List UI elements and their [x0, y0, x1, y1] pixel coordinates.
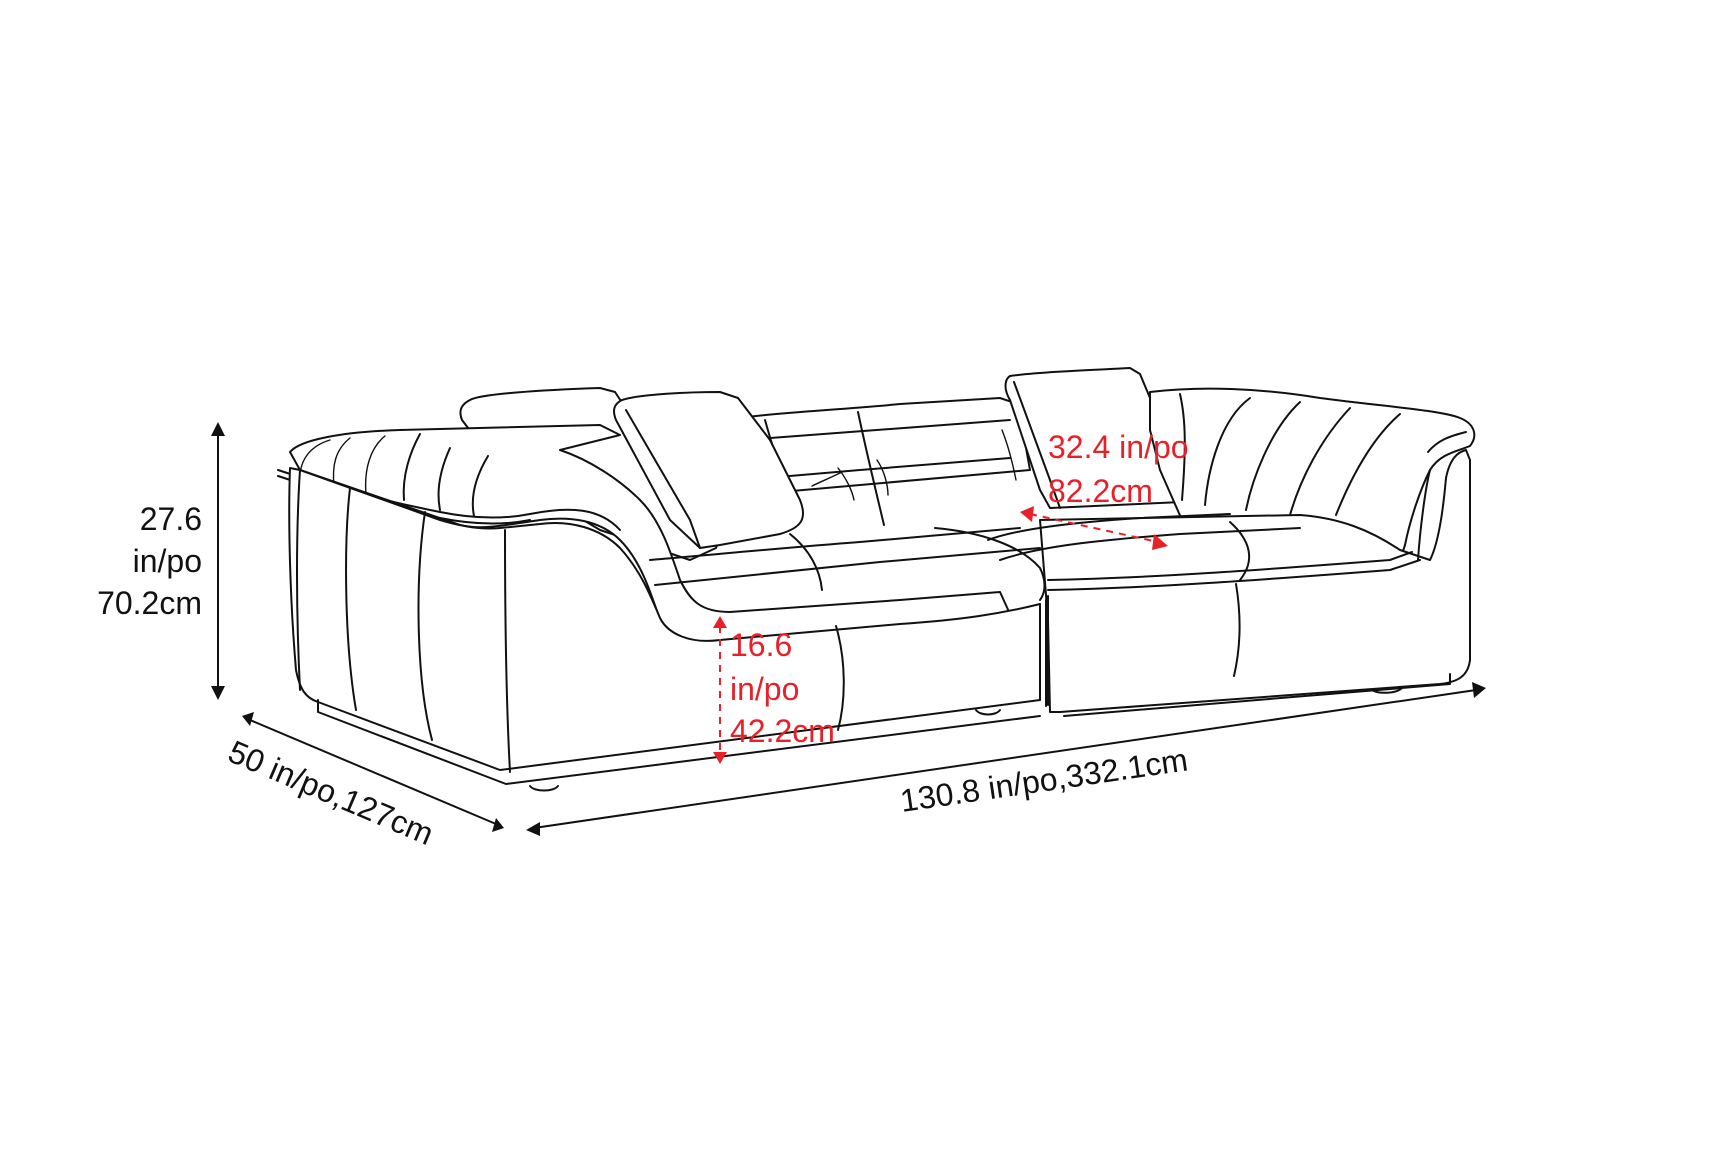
seat-height-unit: in/po — [730, 671, 799, 707]
sofa-illustration — [277, 367, 1476, 792]
height-value-in: 27.6 — [140, 501, 202, 537]
left-arm — [289, 424, 1011, 648]
arrow-left-icon — [1020, 506, 1034, 522]
sofa-left-front-body — [288, 467, 1041, 771]
arrow-right-icon — [1152, 534, 1168, 550]
seat-height-dimension: 16.6 in/po 42.2cm — [713, 616, 835, 764]
arrow-up-icon — [713, 616, 727, 628]
arrow-down-icon — [713, 752, 727, 764]
arrow-right-icon — [492, 818, 504, 832]
seat-height-value-cm: 42.2cm — [730, 713, 835, 749]
seat-depth-dimension: 32.4 in/po 82.2cm — [1020, 429, 1189, 550]
depth-label: 50 in/po,127cm — [223, 733, 438, 852]
arrow-right-icon — [1472, 682, 1486, 698]
seat-depth-value-in: 32.4 in/po — [1048, 429, 1189, 465]
seat-height-value-in: 16.6 — [730, 627, 792, 663]
arrow-left-icon — [242, 712, 254, 726]
height-unit: in/po — [133, 543, 202, 579]
arrow-down-icon — [211, 686, 225, 700]
arrow-left-icon — [526, 822, 540, 836]
seat-module-right — [1039, 449, 1471, 713]
back-cushion-left-inner — [613, 391, 805, 549]
height-dimension: 27.6 in/po 70.2cm — [97, 422, 225, 700]
seat-depth-value-cm: 82.2cm — [1048, 473, 1153, 509]
arrow-up-icon — [211, 422, 225, 436]
height-value-cm: 70.2cm — [97, 585, 202, 621]
